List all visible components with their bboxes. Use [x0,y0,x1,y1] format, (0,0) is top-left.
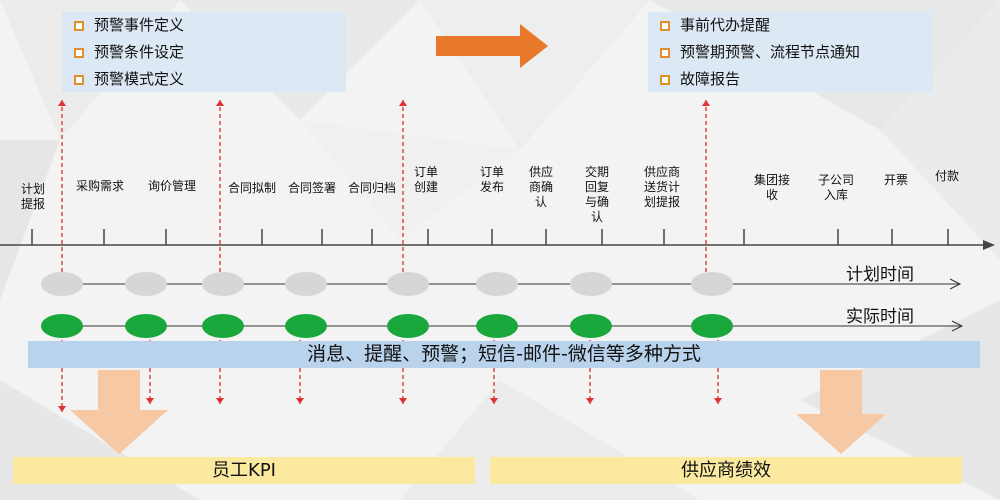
plan-time-node [387,272,429,296]
notification-box: 事前代办提醒 预警期预警、流程节点通知 故障报告 [648,12,933,92]
up-arrowhead-icon [702,100,710,106]
list-item: 故障报告 [648,66,933,93]
supplier-performance-bar: 供应商绩效 [490,457,962,484]
plan-time-node [41,272,83,296]
process-stage-label: 合同签署 [287,181,337,195]
actual-time-node [125,314,167,338]
square-bullet-icon [74,47,84,58]
down-arrow-left-icon [70,370,168,454]
down-arrowhead-icon [586,398,594,404]
down-arrowhead-icon [399,398,407,404]
plan-time-node [125,272,167,296]
actual-time-node [387,314,429,338]
up-arrowhead-icon [58,100,66,106]
process-stage-label: 询价管理 [147,179,197,193]
process-stage-label: 采购需求 [75,179,125,193]
process-stage-label: 开票 [883,173,909,187]
process-axis-arrowhead-icon [983,240,995,250]
process-stage-label: 付款 [934,169,960,183]
process-stage-label: 订单 创建 [413,165,439,194]
down-arrow-right-icon [796,370,886,454]
list-item-label: 预警模式定义 [94,70,185,88]
square-bullet-icon [74,20,84,31]
down-arrowhead-icon [216,398,224,404]
process-stage-label: 交期 回复 与确 认 [584,165,610,224]
list-item-label: 事前代办提醒 [680,16,771,34]
list-item: 预警模式定义 [62,66,346,93]
up-arrowhead-icon [216,100,224,106]
actual-time-node [285,314,327,338]
down-arrowhead-icon [146,398,154,404]
actual-timeline-arrowhead-icon [951,320,964,332]
actual-time-node [202,314,244,338]
square-bullet-icon [660,47,670,58]
actual-time-label: 实际时间 [846,307,914,327]
square-bullet-icon [660,74,670,85]
list-item-label: 预警条件设定 [94,43,185,61]
actual-time-node [570,314,612,338]
list-item-label: 故障报告 [680,70,741,88]
plan-time-label: 计划时间 [846,265,914,285]
process-stage-label: 集团接 收 [753,173,791,202]
square-bullet-icon [74,74,84,85]
plan-time-node [285,272,327,296]
list-item: 预警事件定义 [62,12,346,39]
actual-time-node [476,314,518,338]
down-arrowhead-icon [714,398,722,404]
process-stage-label: 合同拟制 [227,181,277,195]
list-item-label: 预警期预警、流程节点通知 [680,43,861,61]
actual-time-node [691,314,733,338]
square-bullet-icon [660,20,670,31]
process-stage-label: 计划 提报 [20,182,46,211]
employee-kpi-bar: 员工KPI [13,457,475,484]
up-arrowhead-icon [399,100,407,106]
process-stage-label: 子公司 入库 [817,173,855,202]
list-item: 预警条件设定 [62,39,346,66]
plan-time-node [476,272,518,296]
process-stage-label: 供应商 送货计 划提报 [643,165,681,209]
actual-time-node [41,314,83,338]
alert-definition-box: 预警事件定义 预警条件设定 预警模式定义 [62,12,346,92]
down-arrowhead-icon [58,406,66,412]
plan-time-node [570,272,612,296]
list-item: 预警期预警、流程节点通知 [648,39,933,66]
flow-arrow-icon [436,24,548,68]
process-stage-label: 供应 商确 认 [528,165,554,209]
process-stage-label: 合同归档 [347,181,397,195]
down-arrowhead-icon [296,398,304,404]
plan-timeline-arrowhead-icon [949,278,962,290]
process-stage-label: 订单 发布 [479,165,505,194]
list-item: 事前代办提醒 [648,12,933,39]
plan-time-node [691,272,733,296]
notification-channels-banner: 消息、提醒、预警；短信-邮件-微信等多种方式 [28,341,980,368]
plan-time-node [202,272,244,296]
list-item-label: 预警事件定义 [94,16,185,34]
down-arrowhead-icon [490,398,498,404]
